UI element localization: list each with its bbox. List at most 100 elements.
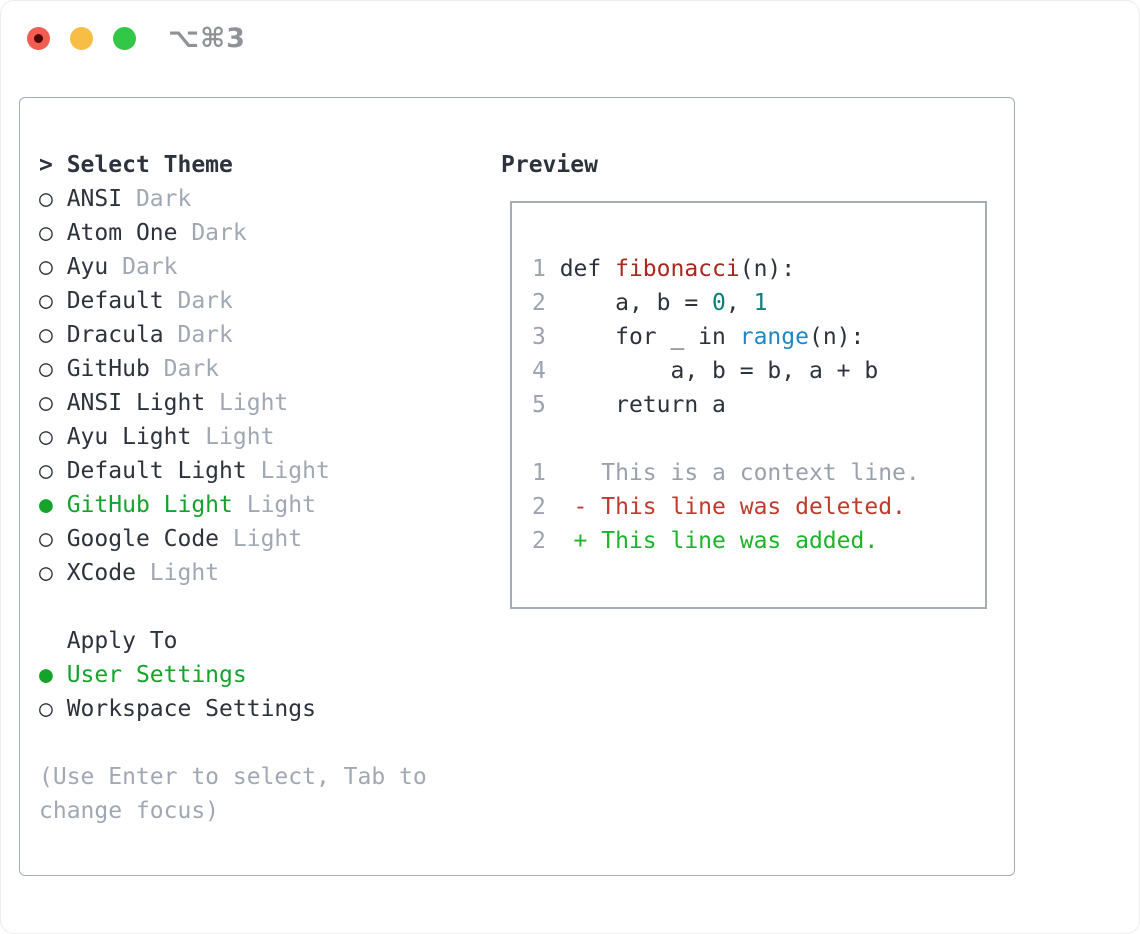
apply-to-header: Apply To (39, 628, 178, 654)
code-token: 1 (753, 290, 768, 316)
option-variant-label: Light (246, 458, 330, 484)
radio-empty-icon: ○ (39, 288, 53, 314)
line-number: 5 (532, 392, 560, 418)
code-line: 2 + This line was added. (532, 524, 985, 558)
option-label: Default (52, 288, 164, 314)
radio-filled-icon: ● (39, 662, 53, 688)
spacer-row (39, 590, 494, 624)
option-label: Atom One (52, 220, 178, 246)
option-label: Dracula (52, 322, 164, 348)
option-label: XCode (52, 560, 136, 586)
line-number: 1 (532, 256, 560, 282)
code-token: This is a context line. (559, 460, 920, 486)
prompt-icon: > (39, 152, 53, 178)
option-variant-label: Dark (149, 356, 220, 382)
radio-empty-icon: ○ (39, 186, 53, 212)
theme-option[interactable]: ○ XCode Light (39, 556, 494, 590)
option-variant-label: Light (219, 526, 303, 552)
line-number: 2 (532, 290, 560, 316)
radio-empty-icon: ○ (39, 424, 53, 450)
option-label: User Settings (52, 662, 247, 688)
line-number: 4 (532, 358, 560, 384)
option-variant-label: Dark (122, 186, 192, 212)
theme-option[interactable]: ○ Dracula Dark (39, 318, 494, 352)
code-token: def (559, 256, 616, 282)
radio-empty-icon: ○ (39, 526, 53, 552)
code-line: 3 for _ in range(n): (532, 320, 985, 354)
option-label: ANSI (52, 186, 123, 212)
keyboard-hint-line1: (Use Enter to select, Tab to (39, 764, 427, 790)
keyboard-hint-line2: change focus) (39, 798, 220, 824)
line-number: 3 (532, 324, 560, 350)
option-label: Default Light (52, 458, 247, 484)
option-label: Ayu (52, 254, 109, 280)
radio-empty-icon: ○ (39, 696, 53, 722)
line-number: 1 (532, 460, 560, 486)
radio-filled-icon: ● (39, 492, 53, 518)
option-variant-label: Dark (163, 322, 233, 348)
radio-empty-icon: ○ (39, 322, 53, 348)
code-token: - This line was deleted. (559, 494, 906, 520)
option-variant-label: Light (205, 390, 289, 416)
theme-option[interactable]: ○ Ayu Dark (39, 250, 494, 284)
code-token: fibonacci (615, 256, 740, 282)
code-token: a, b = b, a + b (559, 358, 879, 384)
option-variant-label: Dark (108, 254, 178, 280)
code-line: 1 This is a context line. (532, 456, 985, 490)
apply-to-option[interactable]: ○ Workspace Settings (39, 692, 494, 726)
option-variant-label: Dark (177, 220, 247, 246)
code-token: a, b = (559, 290, 713, 316)
code-line: 2 - This line was deleted. (532, 490, 985, 524)
option-label: Google Code (52, 526, 220, 552)
minimize-button-icon[interactable] (70, 27, 93, 50)
code-token: range (739, 324, 809, 350)
code-token: , (725, 290, 754, 316)
option-variant-label: Dark (163, 288, 233, 314)
radio-empty-icon: ○ (39, 458, 53, 484)
radio-empty-icon: ○ (39, 560, 53, 586)
apply-to-list: ● User Settings○ Workspace Settings (39, 658, 494, 726)
code-line: 4 a, b = b, a + b (532, 354, 985, 388)
zoom-button-icon[interactable] (113, 27, 136, 50)
theme-option[interactable]: ○ Default Dark (39, 284, 494, 318)
radio-empty-icon: ○ (39, 390, 53, 416)
code-token: (n): (808, 324, 865, 350)
option-label: Workspace Settings (52, 696, 316, 722)
theme-option[interactable]: ○ Google Code Light (39, 522, 494, 556)
window-title: ⌥⌘3 (168, 23, 246, 54)
code-token: 0 (712, 290, 726, 316)
code-blank-line (532, 422, 985, 456)
window-controls (27, 27, 136, 50)
theme-option[interactable]: ○ Ayu Light Light (39, 420, 494, 454)
theme-option[interactable]: ● GitHub Light Light (39, 488, 494, 522)
option-label: GitHub (52, 356, 150, 382)
theme-option[interactable]: ○ Default Light Light (39, 454, 494, 488)
option-label: Ayu Light (52, 424, 192, 450)
theme-option[interactable]: ○ ANSI Light Light (39, 386, 494, 420)
code-line: 2 a, b = 0, 1 (532, 286, 985, 320)
option-variant-label: Light (135, 560, 220, 586)
code-token: + This line was added. (559, 528, 879, 554)
theme-picker-panel: > Select Theme ○ ANSI Dark○ Atom One Dar… (19, 97, 1015, 876)
option-variant-label: Light (232, 492, 316, 518)
preview-header: Preview (501, 152, 598, 178)
code-line: 1 def fibonacci(n): (532, 252, 985, 286)
code-token: for _ in (559, 324, 740, 350)
code-token: return a (559, 392, 726, 418)
option-label: GitHub Light (52, 492, 233, 518)
radio-empty-icon: ○ (39, 356, 53, 382)
theme-option[interactable]: ○ GitHub Dark (39, 352, 494, 386)
radio-empty-icon: ○ (39, 254, 53, 280)
radio-empty-icon: ○ (39, 220, 53, 246)
code-token: (n): (739, 256, 796, 282)
option-variant-label: Light (191, 424, 275, 450)
apply-to-option[interactable]: ● User Settings (39, 658, 494, 692)
line-number: 2 (532, 528, 560, 554)
theme-option[interactable]: ○ Atom One Dark (39, 216, 494, 250)
theme-list: ○ ANSI Dark○ Atom One Dark○ Ayu Dark○ De… (39, 182, 494, 590)
theme-option[interactable]: ○ ANSI Dark (39, 182, 494, 216)
close-button-icon[interactable] (27, 27, 50, 50)
theme-picker-column: > Select Theme ○ ANSI Dark○ Atom One Dar… (39, 148, 494, 828)
